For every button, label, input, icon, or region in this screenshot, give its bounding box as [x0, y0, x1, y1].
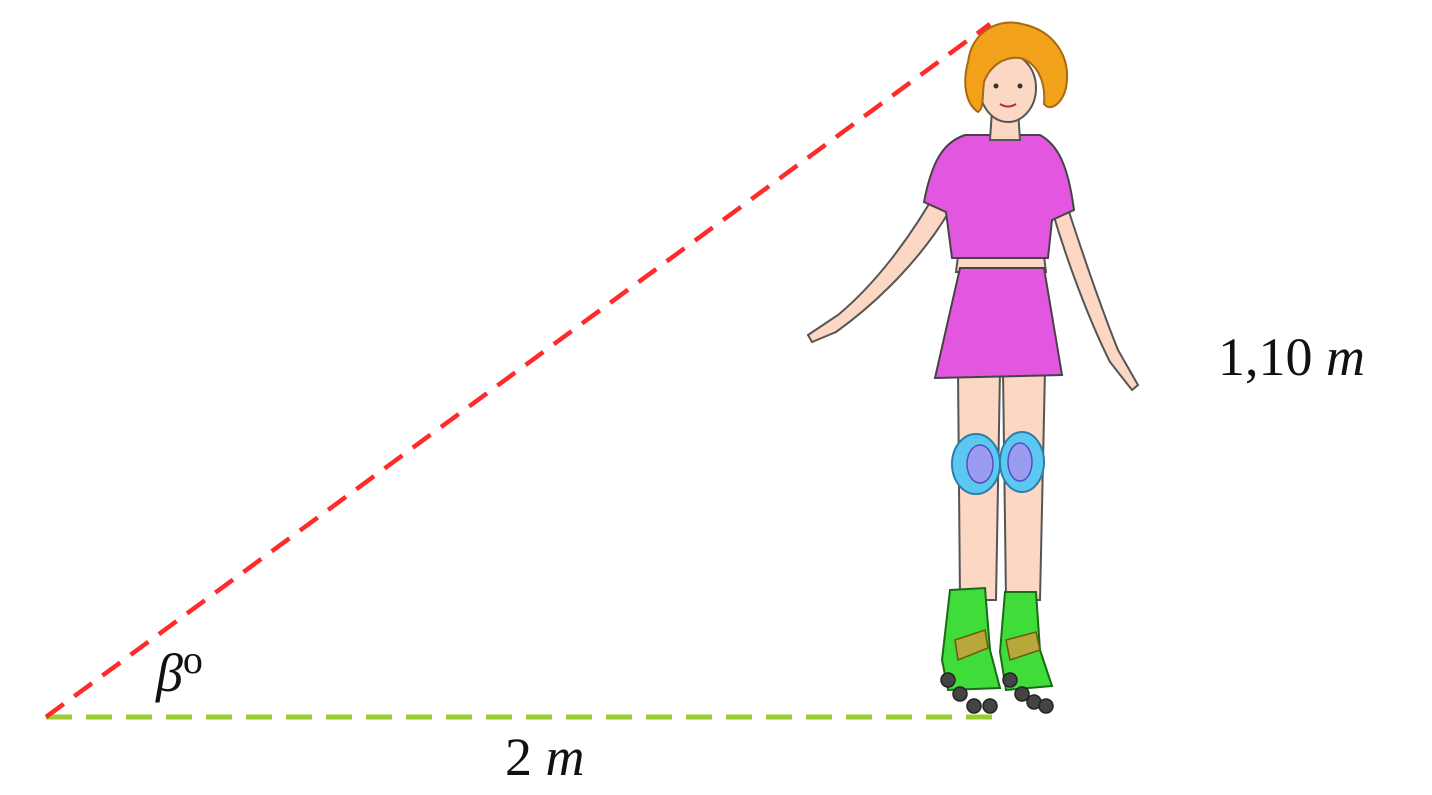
- skate-wheels: [940, 672, 1054, 714]
- height-label: 1,10 m: [1218, 330, 1365, 384]
- roller-skates: [940, 586, 1054, 692]
- face-features: [993, 83, 1023, 108]
- angle-label: βo: [156, 637, 203, 703]
- base-value: 2: [505, 727, 532, 787]
- base-label: 2 m: [505, 730, 585, 784]
- shirt: [922, 134, 1076, 259]
- height-unit: m: [1326, 327, 1365, 387]
- skirt: [933, 267, 1064, 380]
- girl-on-roller-skates-illustration: [806, 21, 1140, 714]
- base-unit: m: [545, 727, 585, 787]
- height-value: 1,10: [1218, 327, 1313, 387]
- knee-pads: [951, 431, 1045, 495]
- hair: [964, 21, 1069, 114]
- angle-symbol: β: [156, 643, 183, 703]
- hypotenuse-dashed-line: [44, 22, 992, 719]
- angle-degree-mark: o: [182, 637, 203, 682]
